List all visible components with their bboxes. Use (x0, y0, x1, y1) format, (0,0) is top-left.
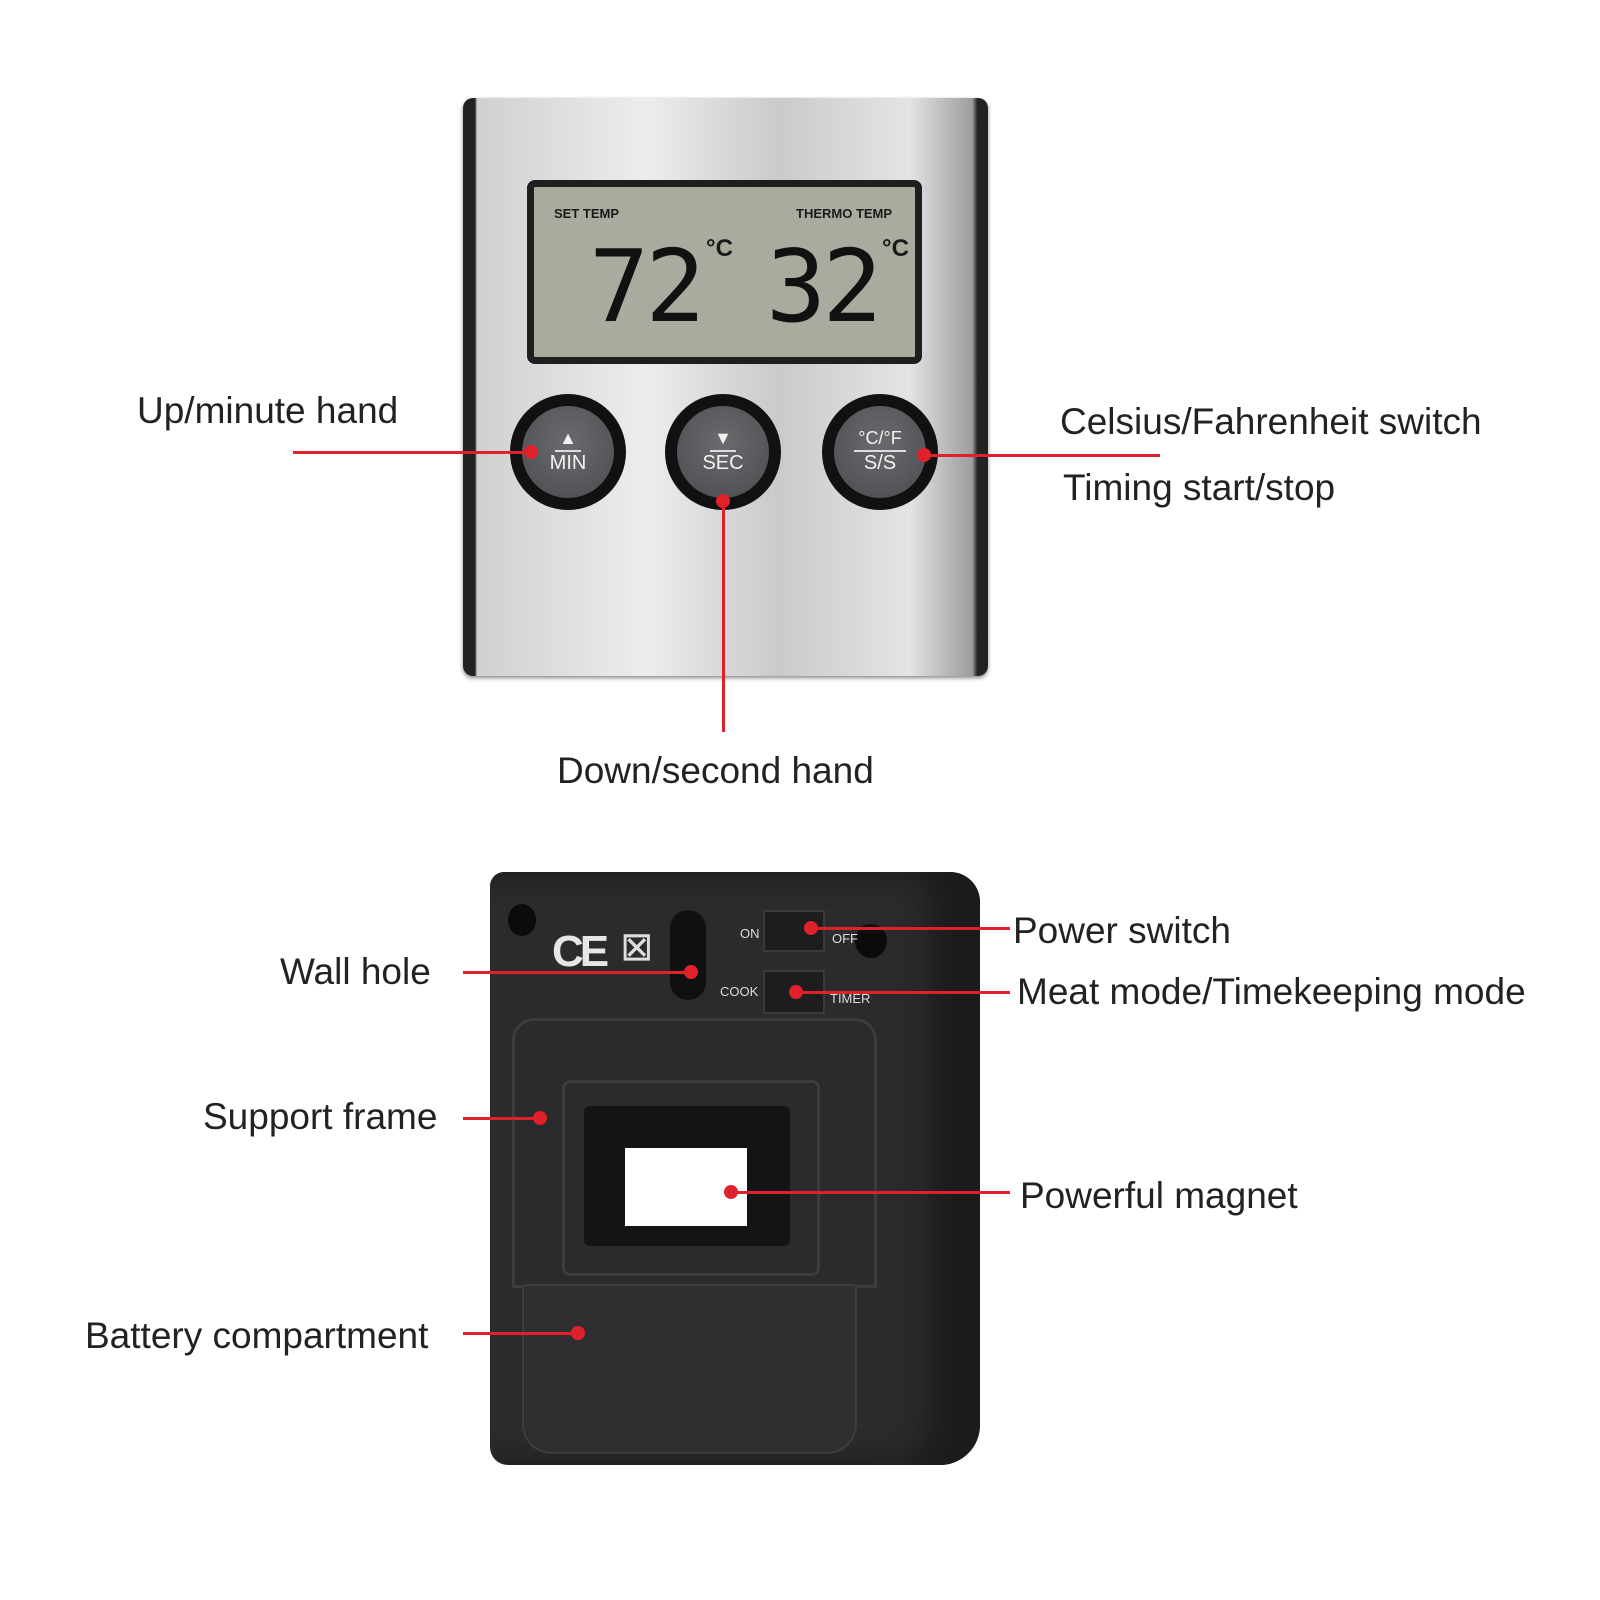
thermometer-back: CE ⊠ ON OFF COOK TIMER (490, 872, 980, 1465)
down-arrow-icon: ▼ (710, 428, 736, 452)
timer-label: TIMER (830, 991, 871, 1006)
callout-line (293, 451, 530, 454)
callout-line (463, 1332, 578, 1335)
min-label: MIN (549, 451, 587, 474)
set-temp-value: 72 (589, 228, 705, 345)
battery-cover[interactable] (522, 1284, 857, 1454)
callout-dot (724, 1185, 738, 1199)
callout-line (922, 454, 1160, 457)
off-label: OFF (832, 931, 858, 946)
lcd-display: SET TEMP THERMO TEMP 72 °C 32 °C (527, 180, 922, 364)
callout-powerful-magnet: Powerful magnet (1020, 1175, 1298, 1216)
wall-hole (670, 910, 706, 1000)
ss-label: S/S (863, 451, 897, 474)
callout-dot (571, 1326, 585, 1340)
ce-mark: CE (552, 927, 609, 976)
set-temp-label: SET TEMP (554, 206, 620, 221)
power-switch[interactable] (763, 910, 825, 952)
callout-line (722, 500, 725, 732)
callout-dot (716, 494, 730, 508)
callout-celsius-fahrenheit: Celsius/Fahrenheit switch (1060, 401, 1482, 442)
callout-dot (804, 921, 818, 935)
callout-dot (684, 965, 698, 979)
callout-line (795, 991, 1010, 994)
sec-down-button[interactable]: ▼SEC (665, 394, 781, 510)
support-frame-inner (562, 1080, 820, 1276)
unit-label: °C/°F (854, 428, 906, 452)
sec-label: SEC (702, 451, 744, 474)
screw-hole (508, 904, 536, 936)
weee-bin-icon: ⊠ (620, 925, 654, 969)
thermo-temp-label: THERMO TEMP (796, 206, 893, 221)
callout-battery: Battery compartment (85, 1315, 429, 1356)
callout-dot (789, 985, 803, 999)
up-arrow-icon: ▲ (555, 428, 581, 452)
callout-dot (917, 448, 931, 462)
callout-line (463, 1117, 540, 1120)
callout-dot (524, 445, 538, 459)
callout-line (730, 1191, 1010, 1194)
callout-meat-mode: Meat mode/Timekeeping mode (1017, 971, 1526, 1012)
min-up-button[interactable]: ▲MIN (510, 394, 626, 510)
callout-up-minute: Up/minute hand (137, 390, 399, 431)
thermo-temp-unit: °C (882, 235, 909, 262)
callout-line (463, 971, 691, 974)
callout-dot (533, 1111, 547, 1125)
callout-down-second: Down/second hand (557, 750, 874, 791)
thermo-temp-value: 32 (766, 228, 882, 345)
cook-label: COOK (720, 984, 759, 999)
callout-line (810, 927, 1010, 930)
callout-power-switch: Power switch (1013, 910, 1231, 951)
set-temp-unit: °C (706, 235, 733, 262)
callout-wall-hole: Wall hole (280, 951, 431, 992)
on-label: ON (740, 926, 760, 941)
callout-support-frame: Support frame (203, 1096, 438, 1137)
callout-timing: Timing start/stop (1063, 467, 1336, 508)
